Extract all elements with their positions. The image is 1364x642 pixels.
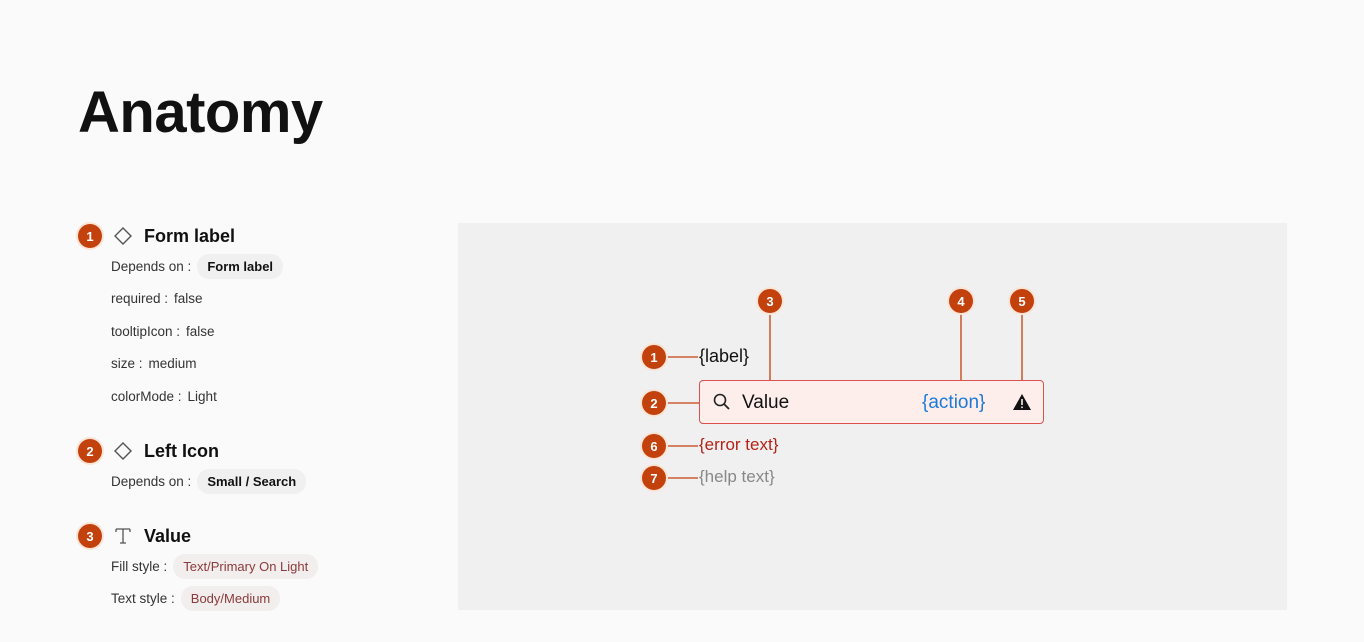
- prop-size: size : medium: [111, 356, 197, 372]
- field-action-link[interactable]: {action}: [922, 392, 986, 413]
- diamond-icon: [112, 225, 134, 247]
- prop-tooltip-icon: tooltipIcon : false: [111, 323, 215, 339]
- callout-badge-4: 4: [949, 289, 973, 313]
- section-title: Form label: [144, 225, 236, 246]
- component-chip: Small / Search: [197, 468, 307, 494]
- prop-color-mode: colorMode : Light: [111, 388, 217, 404]
- callout-badge-7: 7: [642, 466, 666, 490]
- callout-badge-2: 2: [642, 391, 666, 415]
- callout-badge: 3: [78, 524, 102, 548]
- page-title: Anatomy: [78, 80, 323, 145]
- help-text: {help text}: [699, 467, 775, 486]
- style-chip: Text/Primary On Light: [173, 553, 319, 579]
- anatomy-section-value: 3 Value Fill style : Text/Primary On Lig…: [78, 524, 319, 616]
- prop-required: required : false: [111, 291, 203, 307]
- callout-badge: 1: [78, 224, 102, 248]
- error-text: {error text}: [699, 435, 779, 454]
- callout-badge-6: 6: [642, 434, 666, 458]
- field-value: Value: [742, 392, 790, 413]
- callout-badge-5: 5: [1010, 289, 1034, 313]
- anatomy-section-form-label: 1 Form label Depends on : Form label req…: [78, 224, 284, 413]
- section-title: Value: [144, 525, 192, 546]
- callout-badge-3: 3: [758, 289, 782, 313]
- anatomy-section-left-icon: 2 Left Icon Depends on : Small / Search: [78, 439, 307, 498]
- section-title: Left Icon: [144, 440, 219, 461]
- prop-depends-on: Depends on : Form label: [111, 250, 284, 283]
- style-chip: Body/Medium: [180, 586, 281, 612]
- anatomy-diagram: 1 2 3 4 5 6 7 {label} Value {action} {er…: [458, 223, 1287, 610]
- component-chip: Form label: [197, 253, 284, 279]
- callout-lines: [668, 313, 1023, 479]
- prop-fill-style: Fill style : Text/Primary On Light: [111, 550, 319, 583]
- prop-text-style: Text style : Body/Medium: [111, 583, 318, 616]
- text-field-error-state[interactable]: Value {action}: [699, 380, 1044, 424]
- prop-depends-on: Depends on : Small / Search: [111, 465, 307, 498]
- callout-badge: 2: [78, 439, 102, 463]
- search-icon: [712, 392, 732, 417]
- text-type-icon: [112, 525, 134, 547]
- warning-icon: [1012, 393, 1032, 416]
- diamond-icon: [112, 440, 134, 462]
- callout-badge-1: 1: [642, 345, 666, 369]
- field-label: {label}: [699, 346, 750, 366]
